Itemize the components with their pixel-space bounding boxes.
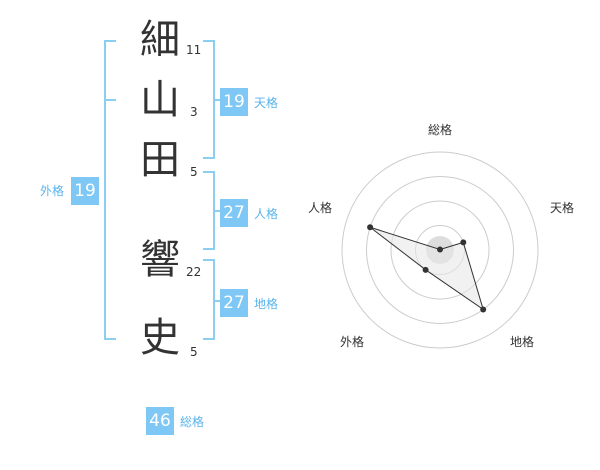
chikaku-bracket [203,259,215,340]
radar-label-gaikaku: 外格 [340,335,365,349]
tenkaku-bracket [203,40,215,159]
soukaku-badge: 46 [146,407,174,435]
stroke-count-1: 11 [186,43,202,57]
tenkaku-label: 天格 [254,96,279,110]
gaikaku-bracket [104,40,116,340]
name-char-2: 山 [140,77,180,123]
radar-grid-ring [390,200,490,300]
radar-label-soukaku: 総格 [428,123,453,137]
stroke-count-2: 3 [190,105,198,119]
name-char-4: 響 [140,237,180,283]
radar-point-3 [480,306,487,313]
stroke-count-4: 22 [186,265,202,279]
jinkaku-badge: 27 [220,199,248,227]
jinkaku-label: 人格 [254,207,279,221]
radar-label-tenkaku: 天格 [550,201,575,215]
chikaku-label: 地格 [254,297,279,311]
stroke-count-5: 5 [190,345,198,359]
kaku-radar-chart [341,151,539,349]
jinkaku-bracket-tick [215,210,221,212]
radar-grid-ring [341,151,539,349]
chikaku-bracket-tick [215,300,221,302]
radar-point-2 [460,239,467,246]
tenkaku-bracket-tick [215,99,221,101]
radar-label-chikaku: 地格 [510,335,535,349]
radar-point-5 [367,224,374,231]
name-char-1: 細 [140,17,180,63]
gaikaku-label: 外格 [40,184,65,198]
radar-point-4 [422,266,429,273]
soukaku-label: 総格 [180,415,205,429]
gaikaku-badge: 19 [71,177,99,205]
radar-point-1 [437,246,443,253]
gaikaku-bracket-tick [104,99,116,101]
stroke-count-3: 5 [190,165,198,179]
tenkaku-badge: 19 [220,88,248,116]
radar-grid-ring [366,176,514,324]
radar-label-jinkaku: 人格 [308,201,333,215]
name-char-5: 史 [140,315,180,361]
name-char-3: 田 [140,137,180,183]
chikaku-badge: 27 [220,289,248,317]
jinkaku-bracket [203,171,215,250]
